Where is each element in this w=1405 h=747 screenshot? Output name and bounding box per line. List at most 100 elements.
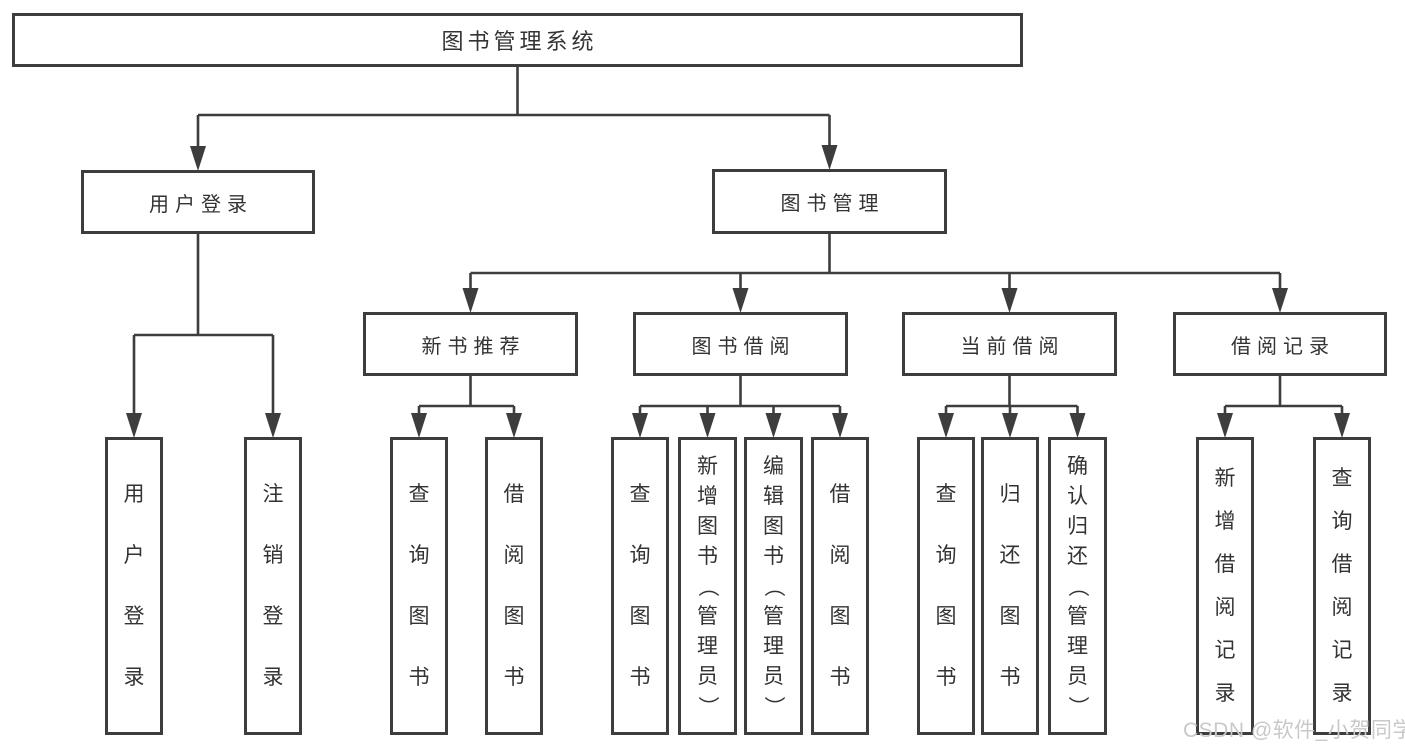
node-char: 登: [262, 605, 284, 628]
node-cb-return-book: 归还图书: [981, 437, 1039, 735]
node-char: 管: [763, 604, 784, 628]
node-char: 录: [262, 666, 284, 689]
node-char: 图: [935, 605, 957, 628]
node-char: 阅: [829, 544, 851, 567]
node-char: 增: [1214, 510, 1236, 533]
node-br-query-record: 查询借阅记录: [1313, 437, 1371, 735]
arrowhead-icon: [699, 413, 716, 438]
arrowhead-icon: [1272, 288, 1288, 313]
node-char: 管: [1067, 604, 1088, 628]
node-char: 图: [503, 605, 525, 628]
arrowhead-icon: [265, 413, 281, 438]
node-char: 询: [1331, 510, 1353, 533]
node-char: 认: [1067, 484, 1088, 508]
node-leaf-user-login: 用户登录: [105, 437, 163, 735]
node-char: 员: [763, 664, 784, 688]
node-char: 阅: [1214, 596, 1236, 619]
arrowhead-icon: [1001, 288, 1018, 313]
connector-path: [132, 67, 1344, 415]
node-char: ）: [1066, 695, 1089, 717]
node-char: 销: [262, 544, 284, 567]
node-char: 还: [999, 544, 1021, 567]
node-char: （: [696, 575, 719, 597]
node-char: 查: [935, 483, 957, 506]
node-label: 借阅记录: [1231, 335, 1335, 358]
arrowhead-icon: [832, 413, 848, 438]
node-char: 用: [123, 483, 145, 506]
node-char: 理: [1067, 634, 1088, 658]
node-char: （: [762, 575, 785, 597]
arrowhead-icon: [821, 145, 838, 170]
node-char: 书: [697, 544, 718, 568]
node-nbr-borrow-book: 借阅图书: [485, 437, 543, 735]
node-borrow-records: 借阅记录: [1173, 312, 1387, 376]
arrowhead-icon: [1002, 413, 1018, 438]
node-cb-confirm-return: 确认归还（管理员）: [1048, 437, 1107, 735]
node-char: 录: [1331, 682, 1353, 705]
node-char: 管: [697, 604, 718, 628]
node-char: 员: [697, 664, 718, 688]
node-bb-query-book: 查询图书: [611, 437, 669, 735]
node-bb-edit-book: 编辑图书（管理员）: [744, 437, 803, 735]
node-new-book-rec: 新书推荐: [363, 312, 578, 376]
node-char: 新: [1214, 467, 1236, 490]
node-char: 图: [629, 605, 651, 628]
node-char: 书: [935, 666, 957, 689]
arrowhead-icon: [190, 146, 206, 171]
node-char: 借: [829, 483, 851, 506]
node-root: 图书管理系统: [12, 13, 1023, 67]
node-label: 新书推荐: [421, 335, 526, 358]
node-char: 书: [829, 666, 851, 689]
node-char: 户: [123, 544, 145, 567]
arrowhead-icon: [938, 413, 954, 438]
node-bb-add-book: 新增图书（管理员）: [678, 437, 737, 735]
node-char: 书: [503, 666, 525, 689]
node-char: 图: [697, 514, 718, 538]
node-char: 注: [262, 483, 284, 506]
watermark: CSDN @软件_小贺同学: [1183, 719, 1405, 742]
node-char: 归: [999, 483, 1021, 506]
node-cb-query-book: 查询图书: [917, 437, 975, 735]
node-current-borrow: 当前借阅: [902, 312, 1117, 376]
node-char: 编: [763, 454, 784, 478]
node-char: 查: [629, 483, 651, 506]
node-char: 阅: [1331, 596, 1353, 619]
node-char: 记: [1331, 639, 1353, 662]
node-char: 书: [999, 666, 1021, 689]
node-char: 图: [829, 605, 851, 628]
node-char: 查: [1331, 467, 1353, 490]
node-char: ）: [696, 695, 719, 717]
node-char: 辑: [763, 484, 784, 508]
node-br-add-record: 新增借阅记录: [1196, 437, 1254, 735]
node-char: 记: [1214, 639, 1236, 662]
node-char: 询: [408, 544, 430, 567]
arrowhead-icon: [462, 288, 479, 313]
node-user-login: 用户登录: [81, 170, 315, 234]
node-char: 登: [123, 605, 145, 628]
node-book-borrow: 图书借阅: [633, 312, 848, 376]
node-label: 用户登录: [149, 193, 253, 216]
node-label: 图书管理: [780, 193, 885, 215]
node-char: 还: [1067, 544, 1088, 568]
node-char: 询: [935, 544, 957, 567]
arrowhead-icon: [732, 288, 749, 313]
node-char: 增: [697, 484, 718, 508]
node-char: 查: [408, 483, 430, 506]
node-char: 录: [1214, 682, 1236, 705]
node-label: 当前借阅: [960, 335, 1065, 358]
arrowhead-icon: [1217, 413, 1233, 438]
node-char: 书: [408, 666, 430, 689]
node-char: 员: [1067, 664, 1088, 688]
node-char: 新: [697, 454, 718, 478]
node-char: 借: [1331, 553, 1353, 576]
node-nbr-query-book: 查询图书: [390, 437, 448, 735]
arrowhead-icon: [1069, 413, 1086, 438]
node-label: 图书管理系统: [441, 29, 598, 54]
node-char: 借: [1214, 553, 1236, 576]
node-char: 图: [999, 605, 1021, 628]
node-bb-borrow-book: 借阅图书: [811, 437, 869, 735]
arrowhead-icon: [1334, 413, 1350, 438]
node-char: 借: [503, 483, 525, 506]
